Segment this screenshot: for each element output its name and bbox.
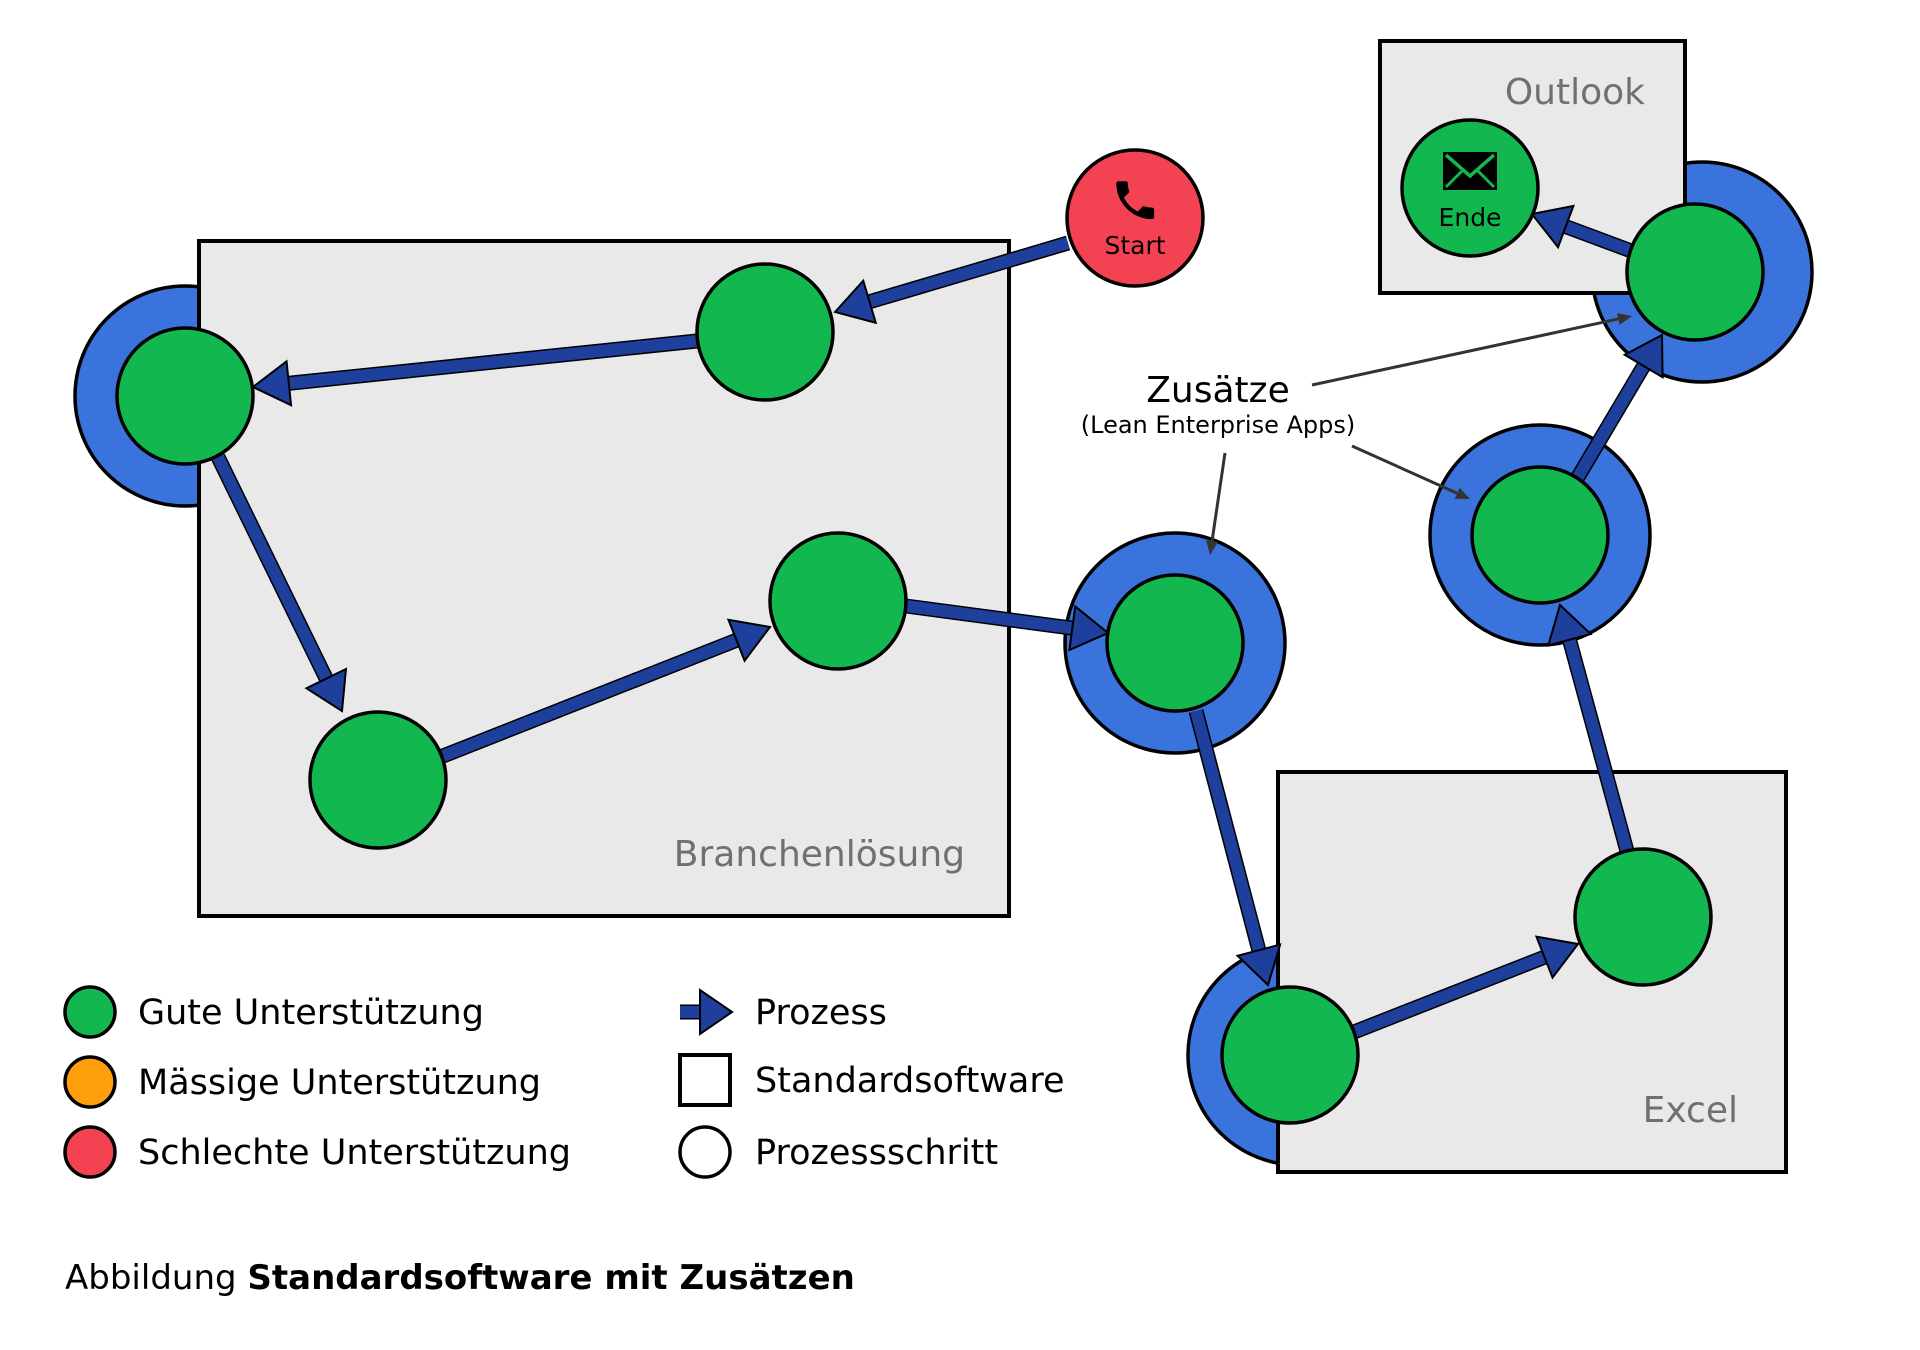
legend-bad-swatch bbox=[63, 1125, 117, 1179]
step-addon-middle bbox=[1105, 573, 1245, 713]
caption-title: Standardsoftware mit Zusätzen bbox=[247, 1258, 854, 1298]
box-label-excel: Excel bbox=[1643, 1090, 1738, 1131]
callout-subtitle: (Lean Enterprise Apps) bbox=[1081, 411, 1355, 439]
legend-process-step-label: Prozessschritt bbox=[755, 1133, 998, 1173]
start-label: Start bbox=[1104, 231, 1165, 260]
process-arrow bbox=[1546, 603, 1635, 853]
callout-pointer bbox=[1311, 313, 1632, 387]
legend-bad-label: Schlechte Unterstützung bbox=[138, 1133, 571, 1173]
process-arrow bbox=[211, 453, 348, 713]
legend-good-swatch bbox=[63, 985, 117, 1039]
step-excel-right bbox=[1573, 847, 1713, 987]
step-bottom-left bbox=[308, 710, 448, 850]
step-top bbox=[695, 262, 835, 402]
callout-pointer bbox=[1206, 452, 1227, 555]
phone-icon bbox=[1116, 181, 1155, 220]
step-addon-right bbox=[1470, 465, 1610, 605]
step-excel-left bbox=[1220, 985, 1360, 1125]
process-arrow bbox=[1351, 935, 1580, 1039]
process-arrows bbox=[211, 204, 1664, 1039]
caption-prefix: Abbildung bbox=[65, 1258, 247, 1298]
process-arrow bbox=[833, 235, 1071, 325]
legend-process-label: Prozess bbox=[755, 993, 887, 1033]
step-addon-top-right bbox=[1625, 202, 1765, 342]
legend-good-label: Gute Unterstützung bbox=[138, 993, 484, 1033]
step-middle bbox=[768, 531, 908, 671]
process-arrow bbox=[905, 598, 1110, 652]
legend-medium-label: Mässige Unterstützung bbox=[138, 1063, 541, 1103]
callout-pointer bbox=[1351, 444, 1470, 499]
process-arrow bbox=[251, 333, 698, 407]
legend-process-step-icon bbox=[678, 1125, 732, 1179]
process-arrow bbox=[1188, 709, 1282, 987]
legend-medium-swatch bbox=[63, 1055, 117, 1109]
process-arrow bbox=[440, 618, 772, 763]
callout-pointers bbox=[1206, 313, 1632, 555]
legend-standard-software-icon bbox=[678, 1053, 732, 1107]
legend-standard-software-label: Standardsoftware bbox=[755, 1061, 1065, 1101]
callout-title: Zusätze bbox=[1146, 370, 1289, 411]
step-left bbox=[115, 326, 255, 466]
box-label-outlook: Outlook bbox=[1505, 72, 1645, 113]
end-label: Ende bbox=[1439, 203, 1502, 232]
figure-caption: Abbildung Standardsoftware mit Zusätzen bbox=[65, 1258, 855, 1298]
start-node bbox=[1065, 148, 1205, 288]
legend-process-arrow-icon bbox=[680, 988, 734, 1036]
box-label-branchenloesung: Branchenlösung bbox=[674, 834, 965, 875]
process-arrow bbox=[1530, 204, 1637, 260]
process-arrow bbox=[1571, 333, 1664, 481]
envelope-icon bbox=[1443, 152, 1497, 190]
